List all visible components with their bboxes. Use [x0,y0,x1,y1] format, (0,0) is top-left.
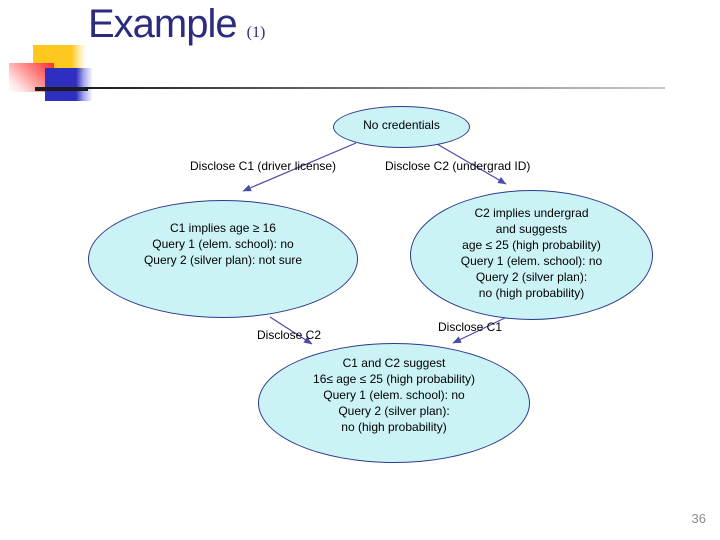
logo-bar [35,87,88,91]
node-text-line: Query 1 (elem. school): no [152,237,294,251]
node-text-line: Query 2 (silver plan): not sure [143,253,303,267]
node-c1-disclosed: C1 implies age ≥ 16 Query 1 (elem. schoo… [88,200,358,318]
node-text-line: C1 and C2 suggest [342,356,446,370]
node-text-line: Query 2 (silver plan): [338,404,450,418]
node-text-line: Query 1 (elem. school): no [460,254,603,268]
header-divider-line [88,87,665,89]
node-text-line: Query 1 (elem. school): no [323,388,465,402]
node-text-line: 16≤ age ≤ 25 (high probability) [313,372,475,386]
node-text-line: and suggests [495,222,568,236]
title-text: Example [88,2,238,46]
page-number: 36 [691,511,706,526]
node-c2-disclosed: C2 implies undergrad and suggests age ≤ … [410,190,653,320]
node-text-line: Query 2 (silver plan): [475,270,588,284]
edge-label-disclose-c2-undergrad-id: Disclose C2 (undergrad ID) [385,159,531,173]
logo-blue-square [45,68,92,101]
edge-label-disclose-c1-driver-license: Disclose C1 (driver license) [190,159,337,173]
page-title: Example (1) [88,2,265,47]
node-text-line: no (high probability) [341,420,447,434]
node-text-line: C1 implies age ≥ 16 [170,221,276,235]
title-suffix: (1) [246,24,266,41]
node-text-line: no (high probability) [478,286,585,300]
node-text-line: age ≤ 25 (high probability) [462,238,601,252]
edge-label-disclose-c2: Disclose C2 [257,328,322,342]
edge-label-disclose-c1: Disclose C1 [438,320,503,334]
node-c1-and-c2-disclosed: C1 and C2 suggest 16≤ age ≤ 25 (high pro… [258,343,530,463]
node-text-line: No credentials [363,118,440,132]
node-text-line: C2 implies undergrad [474,206,589,220]
node-no-credentials: No credentials [333,106,470,148]
